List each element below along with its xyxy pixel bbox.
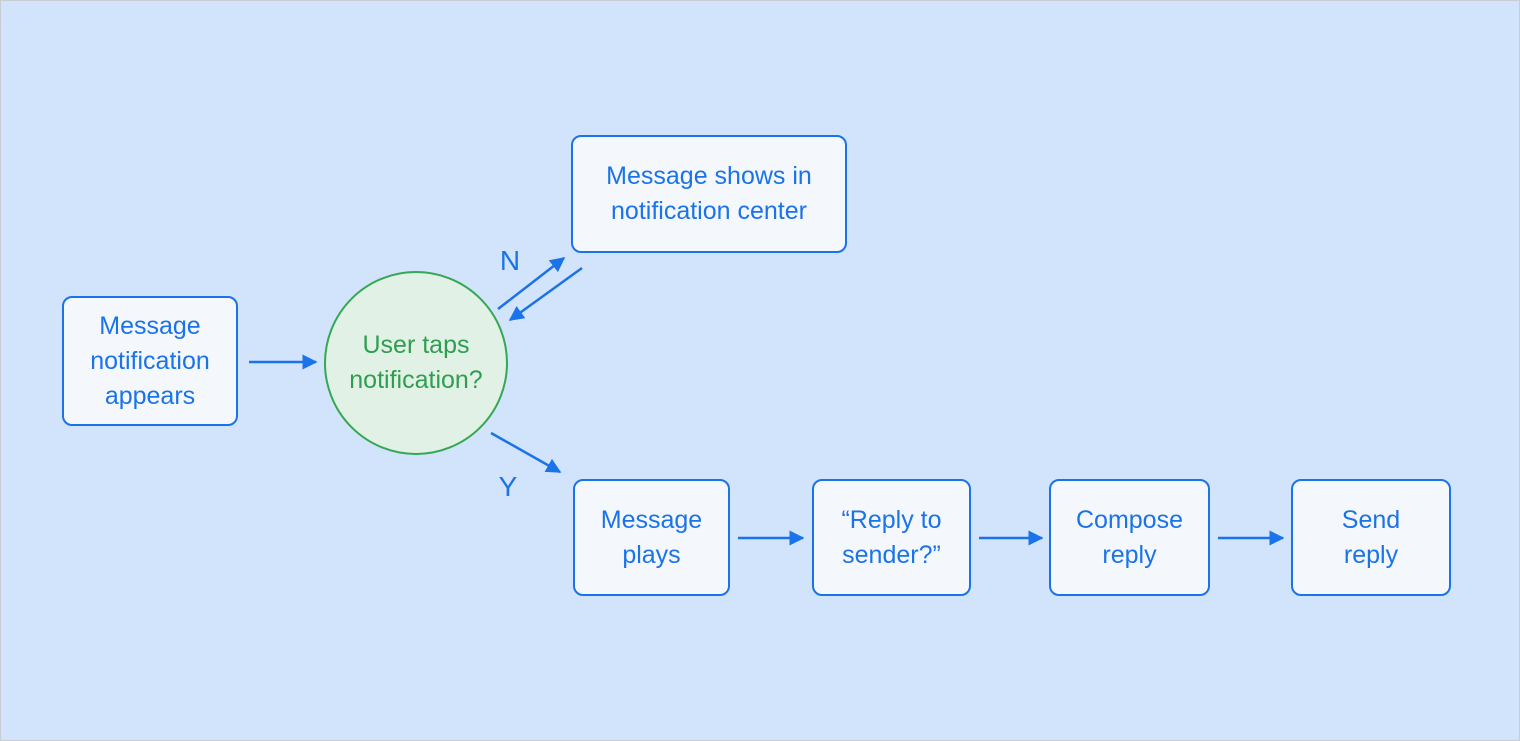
node-message-shows-in-notification-center: Message shows in notification center <box>571 135 847 253</box>
node-decision-user-taps-notification: User taps notification? <box>324 271 508 455</box>
node-label: Message notification appears <box>90 311 210 410</box>
node-label: Compose reply <box>1076 505 1183 569</box>
node-message-notification-appears: Message notification appears <box>62 296 238 426</box>
node-label: Message shows in notification center <box>606 162 812 225</box>
branch-label-yes: Y <box>498 471 518 502</box>
node-reply-to-sender: “Reply to sender?” <box>812 479 971 596</box>
node-label: Send reply <box>1341 505 1401 569</box>
node-label: “Reply to sender?” <box>841 505 942 569</box>
node-message-plays: Message plays <box>573 479 730 596</box>
branch-label-no: N <box>499 245 521 276</box>
node-label: Message plays <box>600 505 703 569</box>
node-label: User taps notification? <box>349 331 483 394</box>
node-send-reply: Send reply <box>1291 479 1451 596</box>
arrow-decision-to-message-plays <box>490 431 562 474</box>
node-compose-reply: Compose reply <box>1049 479 1210 596</box>
